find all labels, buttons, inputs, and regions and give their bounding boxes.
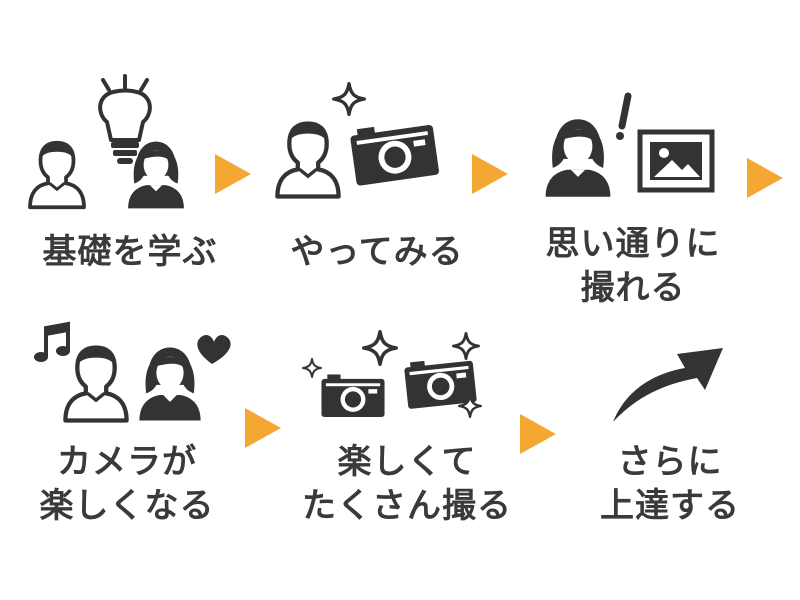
up-arrow-icon — [613, 348, 723, 422]
step-2-try-it: やってみる — [262, 70, 492, 290]
camera-icon — [321, 374, 385, 417]
lightbulb-icon — [98, 74, 152, 164]
step-1-learn-basics: 基礎を学ぶ — [15, 70, 245, 290]
step-1-illustration — [28, 74, 184, 210]
step-3-label-line2: 撮れる — [580, 268, 686, 308]
next-arrow-icon — [520, 414, 556, 454]
sparkle-icon — [362, 330, 398, 366]
step-2-illustration — [262, 82, 440, 220]
step-5-illustration — [302, 330, 482, 418]
step-3-label: 思い通りに 撮れる — [518, 222, 748, 310]
step-5-label: 楽しくて たくさん撮る — [292, 440, 522, 528]
camera-icon — [403, 355, 477, 410]
step-2-label: やってみる — [262, 230, 492, 274]
person-man-icon — [65, 347, 126, 420]
step-5-label-line2: たくさん撮る — [302, 486, 512, 526]
step-4-illustration — [34, 321, 231, 430]
step-4-enjoy-camera: カメラが 楽しくなる — [12, 320, 242, 560]
sparkle-icon — [302, 358, 322, 378]
step-6-label-line1: さらに — [617, 442, 723, 482]
step-1-label-line1: 基礎を学ぶ — [42, 232, 218, 272]
person-woman-icon — [139, 347, 201, 421]
sparkle-icon — [452, 332, 480, 360]
heart-icon — [197, 335, 231, 364]
camera-icon — [349, 118, 440, 186]
step-4-label-line2: 楽しくなる — [39, 486, 215, 526]
person-man-icon — [28, 140, 86, 210]
step-6-illustration — [613, 348, 723, 422]
step-5-shoot-a-lot: 楽しくて たくさん撮る — [292, 320, 522, 560]
step-6-label-line2: 上達する — [600, 486, 740, 526]
step-5-label-line1: 楽しくて — [337, 442, 477, 482]
step-3-label-line1: 思い通りに — [545, 224, 721, 264]
next-arrow-icon — [245, 408, 281, 448]
step-3-shoot-as-intended: 思い通りに 撮れる — [518, 80, 748, 320]
person-woman-icon — [545, 119, 611, 197]
next-arrow-icon — [215, 154, 251, 194]
step-4-label: カメラが 楽しくなる — [12, 440, 242, 528]
sparkle-icon — [332, 82, 366, 116]
step-4-label-line1: カメラが — [57, 442, 197, 482]
step-1-label: 基礎を学ぶ — [15, 230, 245, 274]
step-6-label: さらに 上達する — [555, 440, 785, 528]
next-arrow-icon — [472, 154, 508, 194]
music-note-icon — [34, 321, 70, 362]
step-3-illustration — [545, 92, 715, 197]
step-6-improve-further: さらに 上達する — [555, 330, 785, 560]
person-man-icon — [277, 123, 338, 196]
picture-frame-icon — [637, 129, 715, 193]
next-arrow-icon — [747, 158, 783, 198]
step-2-label-line1: やってみる — [290, 232, 464, 272]
exclamation-icon — [616, 92, 632, 140]
